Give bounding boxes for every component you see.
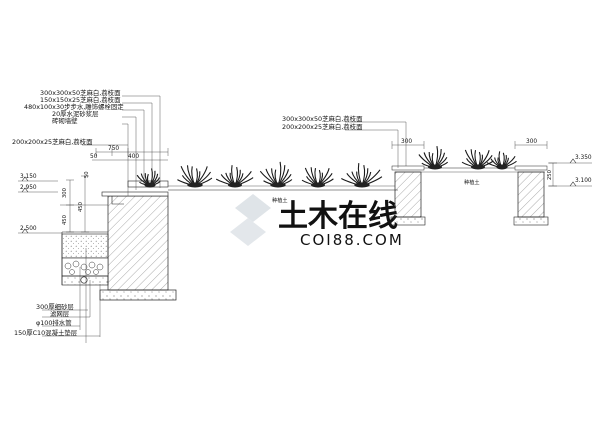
dim-50b: 50 [84, 171, 90, 178]
right-wall-left [394, 171, 422, 218]
dim-750: 750 [108, 146, 119, 152]
watermark-logo-icon [230, 194, 271, 246]
label-top-4: 20厚水泥砂浆层 [52, 109, 99, 118]
plant-clump [341, 163, 383, 188]
dim-400: 400 [128, 154, 139, 160]
soil-label-right: 种植土 [464, 178, 480, 186]
dim-450b: 450 [78, 202, 84, 212]
plant-clump [301, 167, 334, 188]
dim-450a: 450 [62, 215, 68, 225]
plants [136, 145, 517, 188]
plant-clump [215, 165, 254, 188]
coping-stone [101, 191, 169, 197]
label-drain-pipe: φ100排水管 [36, 318, 72, 327]
elevation-2500: 2.500 [20, 226, 37, 232]
drain-pipe-icon [80, 276, 88, 284]
dim-300-right-1: 300 [401, 139, 412, 145]
label-concrete-bedding: 150厚C10混凝土垫层 [14, 328, 78, 337]
watermark-text: 土木在线 [278, 199, 398, 234]
plant-clump [177, 165, 213, 188]
right-planter-section [390, 165, 549, 226]
label-top-1: 300x300x50芝麻白,荔枝面 [40, 88, 121, 97]
brick-wall [107, 195, 169, 291]
wall-foundation [99, 289, 177, 301]
fine-sand-layer [61, 233, 109, 259]
dim-50a: 50 [90, 154, 98, 160]
left-planter-section [60, 180, 398, 301]
plant-clump [259, 161, 293, 188]
left-top-leaders [82, 95, 161, 196]
plant-clump [461, 149, 494, 170]
label-mid-1: 200x200x25芝麻白,荔枝面 [12, 137, 93, 146]
elevation-2950: 2.950 [20, 185, 37, 191]
label-top-3: 480x100x30步步水,雕饰螺栓固定 [24, 102, 124, 111]
plant-clump [136, 168, 161, 188]
soil-label-left: 种植土 [272, 196, 288, 204]
right-wall-right-footing [513, 216, 549, 226]
label-sand-layer: 300厚细砂层 [36, 302, 74, 311]
watermark: 土木在线 COI88.COM [230, 194, 404, 249]
right-wall-right [517, 171, 545, 218]
label-top-5: 砖砌墙壁 [52, 116, 78, 125]
right-elevations: 3.350 3.100 [548, 155, 592, 187]
label-filter-layer: 滤网层 [50, 309, 70, 318]
dim-300-right-2: 300 [526, 139, 537, 145]
dim-300-vertical: 300 [62, 188, 68, 198]
label-right-1: 300x300x50芝麻白,荔枝面 [282, 114, 363, 123]
left-top-labels: 300x300x50芝麻白,荔枝面 150x150x25芝麻白,荔枝面 480x… [12, 88, 124, 146]
plant-clump [486, 151, 517, 170]
left-dimensions: 750 400 50 50 300 450 450 [62, 146, 169, 233]
right-wall-left-footing [390, 216, 426, 226]
elevation-3350: 3.350 [575, 155, 592, 161]
left-elevations: 3.150 2.950 2.500 [18, 174, 62, 234]
gravel-layer [61, 257, 109, 277]
right-top-leaders: 300x300x50芝麻白,荔枝面 200x200x25芝麻白,荔枝面 [282, 114, 407, 168]
label-top-2: 150x150x25芝麻白,荔枝面 [40, 95, 121, 104]
label-right-2: 200x200x25芝麻白,荔枝面 [282, 122, 363, 131]
watermark-subtext: COI88.COM [300, 231, 404, 249]
dim-250: 250 [547, 170, 553, 180]
elevation-3100: 3.100 [575, 178, 592, 184]
bottom-labels: 300厚细砂层 滤网层 φ100排水管 150厚C10混凝土垫层 [14, 248, 101, 343]
elevation-3150: 3.150 [20, 174, 37, 180]
